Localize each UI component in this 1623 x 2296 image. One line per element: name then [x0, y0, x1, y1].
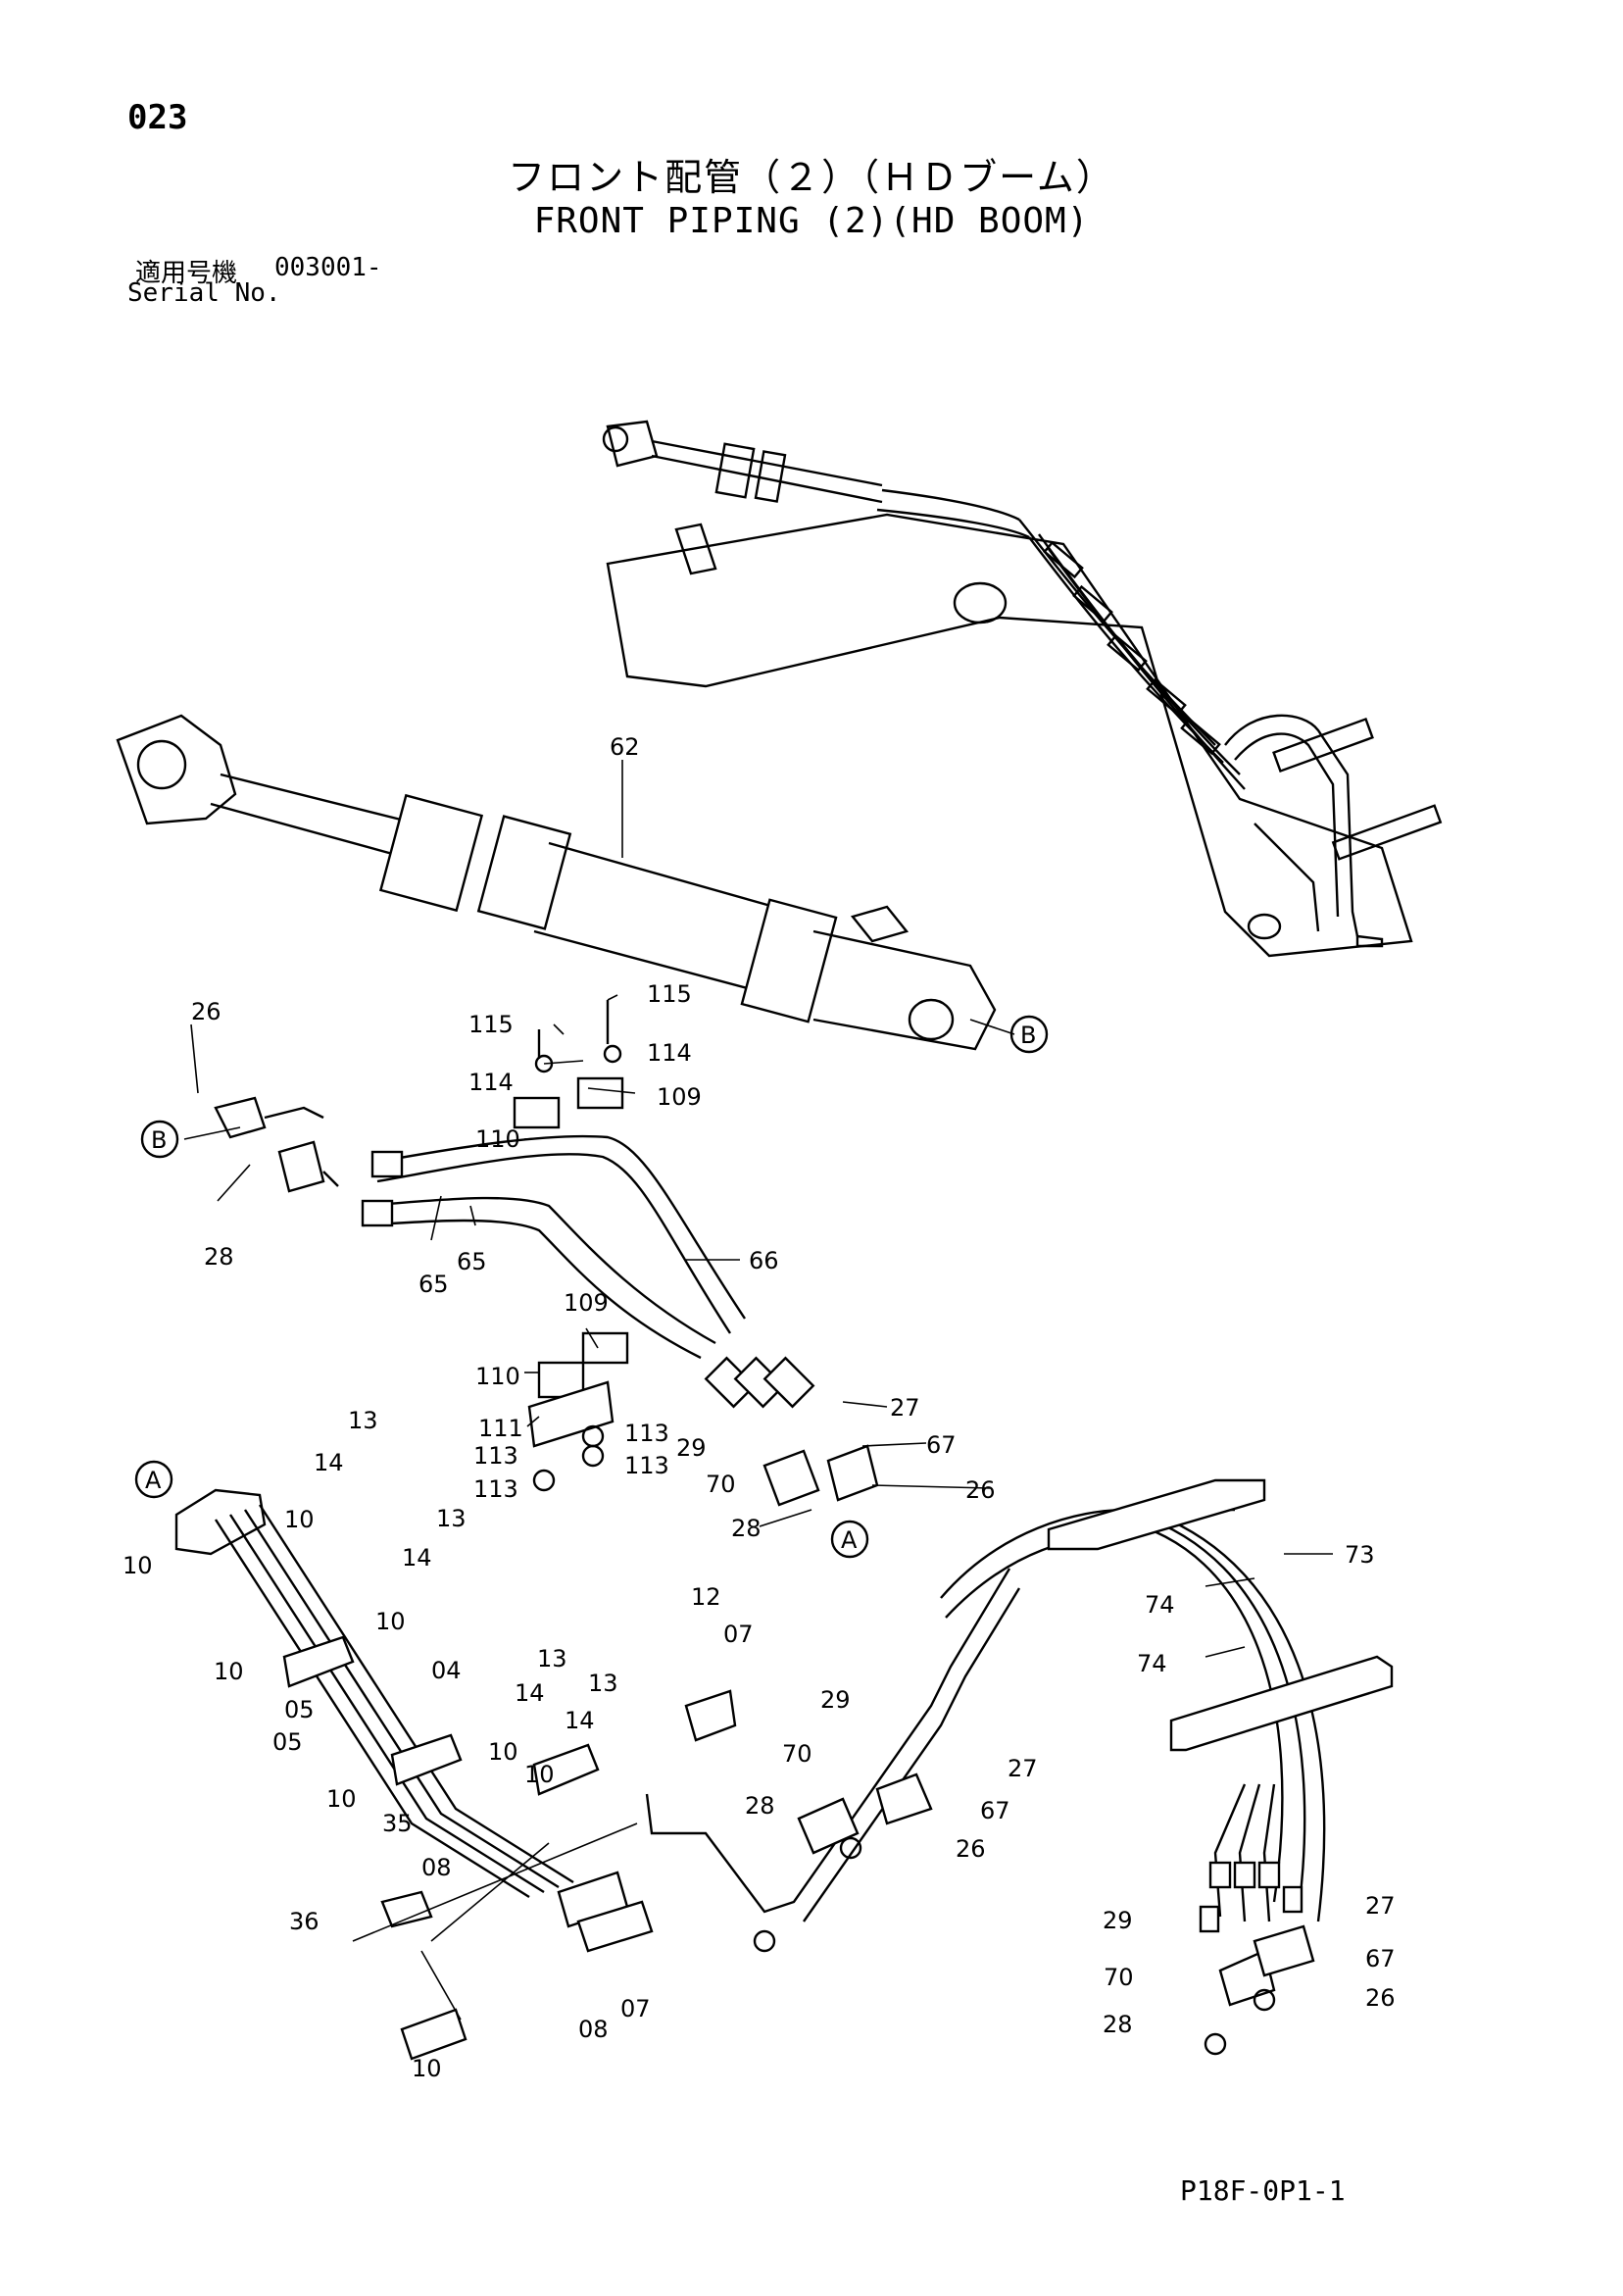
callout-70-mid: 70: [782, 1740, 812, 1768]
callout-27-top: 27: [890, 1394, 920, 1422]
callout-10-d: 10: [214, 1658, 244, 1685]
callout-109-mid: 109: [564, 1289, 609, 1317]
callout-67-top: 67: [926, 1431, 957, 1459]
callout-74-b: 74: [1137, 1650, 1167, 1677]
callout-26-low: 26: [956, 1835, 986, 1863]
callout-08-a: 08: [421, 1854, 452, 1881]
callout-114-right: 114: [647, 1039, 692, 1067]
callout-70-top: 70: [706, 1471, 736, 1498]
pipe-assembly-illustration: [214, 1000, 879, 1507]
callout-67-mid: 67: [980, 1797, 1010, 1824]
page-title-japanese: フロント配管（２）（ＨＤブーム）: [508, 156, 1115, 199]
callout-65-b: 65: [457, 1248, 487, 1275]
callout-circles: [134, 1015, 1049, 1559]
callout-73: 73: [1345, 1541, 1375, 1569]
boom-cylinder-illustration: [116, 714, 997, 1051]
callout-10-h: 10: [412, 2055, 442, 2082]
callout-labels: 62 B 115 115 114 114 109 110 26 B 28 65 …: [123, 733, 1396, 2082]
drawing-code: P18F-0P1-1: [1180, 2174, 1346, 2207]
callout-65-a: 65: [418, 1271, 449, 1298]
leader-lines: [183, 760, 1333, 1658]
callout-28-top: 28: [204, 1243, 234, 1271]
callout-14-d: 14: [565, 1707, 595, 1734]
callout-14-a: 14: [314, 1449, 344, 1476]
callout-67-low: 67: [1365, 1945, 1396, 1972]
callout-27-low: 27: [1365, 1892, 1396, 1920]
callout-10-e: 10: [488, 1738, 518, 1766]
right-pipe-assembly-illustration: [645, 1478, 1394, 2056]
callout-10-a: 10: [284, 1506, 315, 1533]
callout-28-low: 28: [745, 1792, 775, 1820]
page-title-english: FRONT PIPING (2)(HD BOOM): [533, 201, 1090, 241]
callout-110-mid: 110: [475, 1363, 520, 1390]
callout-115-right: 115: [647, 980, 692, 1008]
callout-29-top: 29: [676, 1434, 707, 1462]
callout-14-b: 14: [402, 1544, 432, 1572]
serial-label-english: Serial No.: [127, 278, 281, 308]
callout-05-a: 05: [284, 1696, 315, 1723]
callout-a-left: A: [145, 1467, 162, 1494]
callout-70-low: 70: [1104, 1964, 1134, 1991]
callout-115-left: 115: [468, 1011, 514, 1038]
callout-66: 66: [749, 1247, 779, 1274]
callout-114-left: 114: [468, 1069, 514, 1096]
callout-27-mid: 27: [1008, 1755, 1038, 1782]
callout-13-a: 13: [348, 1407, 378, 1434]
callout-26-bottom: 26: [1365, 1984, 1396, 2012]
callout-113-c: 113: [624, 1452, 669, 1479]
callout-113-d: 113: [473, 1475, 518, 1503]
callout-10-f: 10: [524, 1761, 555, 1788]
callout-10-c: 10: [375, 1608, 406, 1635]
callout-10-b: 10: [123, 1552, 153, 1579]
callout-13-d: 13: [588, 1670, 618, 1697]
callout-74-a: 74: [1145, 1591, 1175, 1619]
callout-05-b: 05: [272, 1728, 303, 1756]
callout-08-b: 08: [578, 2016, 609, 2043]
callout-62: 62: [610, 733, 640, 761]
callout-109-top: 109: [657, 1083, 702, 1111]
callout-110-top: 110: [475, 1125, 520, 1153]
callout-113-b: 113: [473, 1442, 518, 1470]
callout-b-left: B: [151, 1126, 167, 1154]
callout-26-top: 26: [191, 998, 221, 1025]
callout-28-mid: 28: [731, 1515, 762, 1542]
page-number: 023: [127, 98, 188, 137]
callout-29-low: 29: [1103, 1907, 1133, 1934]
lower-left-pipe-illustration: [174, 1488, 737, 2061]
callout-26-mid: 26: [965, 1476, 996, 1504]
callout-07-a: 07: [723, 1621, 754, 1648]
callout-113-a: 113: [624, 1420, 669, 1447]
callout-07-b: 07: [620, 1995, 651, 2022]
serial-number-value: 003001-: [274, 253, 382, 282]
callout-a-right: A: [841, 1526, 858, 1554]
callout-04: 04: [431, 1657, 462, 1684]
callout-13-b: 13: [436, 1505, 467, 1532]
callout-14-c: 14: [515, 1679, 545, 1707]
serial-label-japanese: 適用号機: [135, 259, 238, 288]
callout-28-bottom: 28: [1103, 2011, 1133, 2038]
callout-35: 35: [382, 1810, 413, 1837]
callout-29-mid: 29: [820, 1686, 851, 1714]
callout-36: 36: [289, 1908, 320, 1935]
callout-13-c: 13: [537, 1645, 567, 1672]
callout-b-upper: B: [1020, 1022, 1036, 1049]
callout-111: 111: [478, 1415, 523, 1442]
callout-12: 12: [691, 1583, 721, 1611]
callout-10-g: 10: [326, 1785, 357, 1813]
boom-assembly-illustration: [602, 420, 1443, 958]
